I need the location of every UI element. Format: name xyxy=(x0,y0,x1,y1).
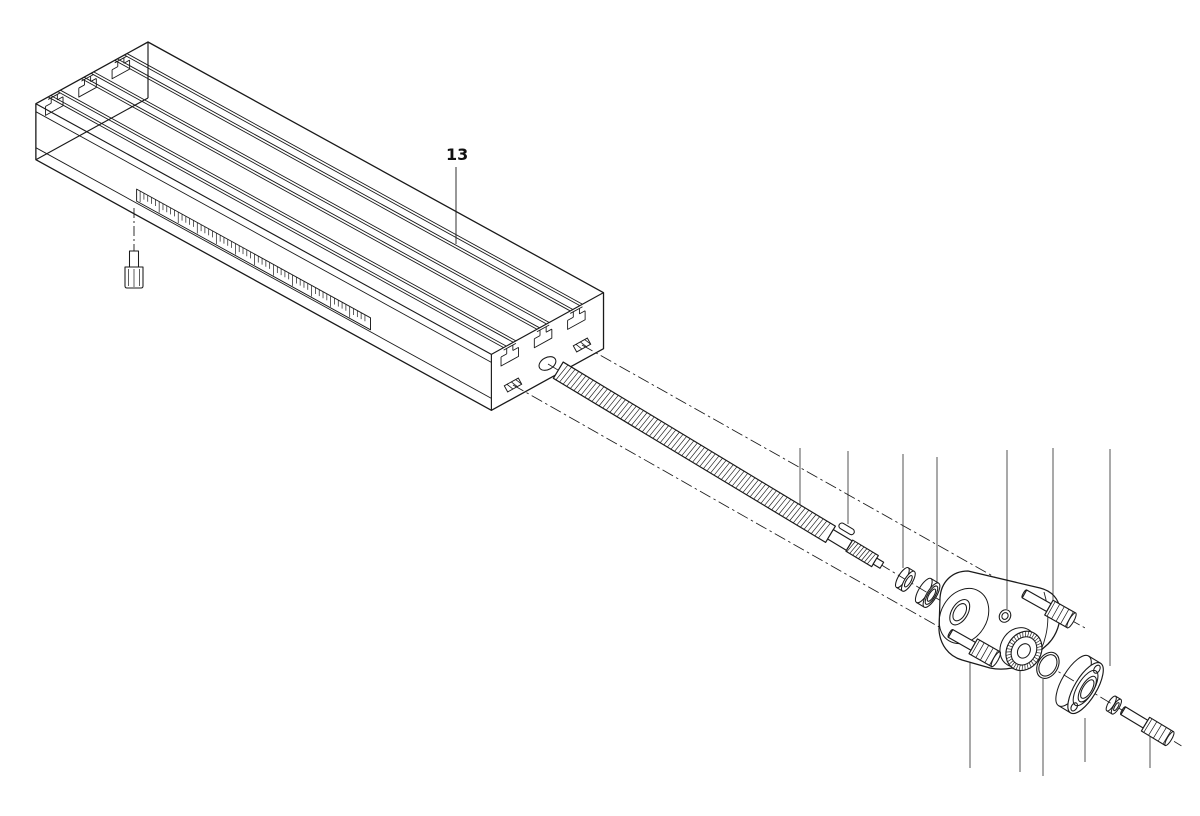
part-label-13: 13 xyxy=(446,145,468,164)
feather-key xyxy=(838,522,855,536)
housing-screw-right xyxy=(1021,589,1077,629)
washer xyxy=(894,567,916,592)
cross-table xyxy=(35,41,605,411)
end-screw xyxy=(1120,706,1175,747)
knurled-nut xyxy=(999,627,1043,672)
end-washer xyxy=(1105,695,1122,715)
housing-screw-left xyxy=(947,628,1002,668)
o-ring xyxy=(1036,651,1060,679)
bearing-ring xyxy=(914,577,941,608)
leader-lines xyxy=(799,448,1151,776)
lead-screw xyxy=(552,361,885,569)
bearing-flange xyxy=(1055,654,1104,715)
part-13-callout: 13 xyxy=(446,145,468,244)
scale-ruler xyxy=(136,188,371,331)
ruler-clamp-screw xyxy=(124,208,144,289)
